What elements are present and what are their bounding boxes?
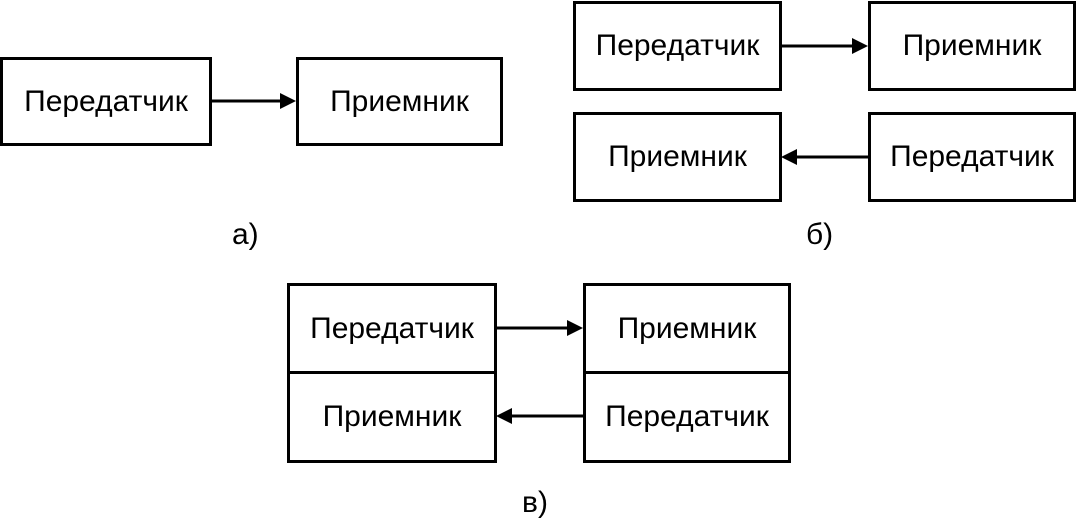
panel-c-bottom-transmitter-box: Передатчик bbox=[583, 371, 791, 463]
panel-b-bottom-transmitter-label: Передатчик bbox=[890, 140, 1054, 173]
panel-b-caption: б) bbox=[806, 218, 834, 251]
panel-b-top-receiver-box: Приемник bbox=[868, 1, 1076, 91]
panel-a-transmitter-label: Передатчик bbox=[24, 84, 188, 118]
panel-c-top-receiver-box: Приемник bbox=[583, 283, 791, 374]
panel-b-bottom-receiver-box: Приемник bbox=[573, 112, 782, 202]
panel-a-receiver-box: Приемник bbox=[296, 57, 503, 146]
panel-c-top-transmitter-label: Передатчик bbox=[310, 311, 474, 345]
panel-c-caption: в) bbox=[522, 486, 548, 519]
panel-b-bottom-transmitter-box: Передатчик bbox=[868, 112, 1076, 202]
panel-c-top-receiver-label: Приемник bbox=[617, 311, 757, 345]
panel-c-bottom-receiver-box: Приемник bbox=[287, 371, 497, 463]
panel-b-top-transmitter-label: Передатчик bbox=[595, 29, 760, 62]
panel-c-bottom-arrow bbox=[496, 408, 585, 424]
panel-c-bottom-receiver-label: Приемник bbox=[322, 400, 462, 433]
panel-a-caption: а) bbox=[232, 218, 259, 251]
panel-a-receiver-label: Приемник bbox=[330, 84, 469, 118]
panel-c-top-transmitter-box: Передатчик bbox=[287, 283, 497, 374]
panel-b-top-receiver-label: Приемник bbox=[902, 29, 1042, 62]
panel-c-top-arrow bbox=[496, 320, 583, 336]
panel-c-bottom-transmitter-label: Передатчик bbox=[605, 400, 769, 433]
panel-a-transmitter-box: Передатчик bbox=[0, 57, 212, 146]
panel-b-top-transmitter-box: Передатчик bbox=[573, 1, 782, 91]
panel-b-bottom-arrow bbox=[781, 149, 870, 165]
panel-a-arrow bbox=[210, 93, 296, 109]
panel-b-top-arrow bbox=[780, 38, 868, 54]
panel-b-bottom-receiver-label: Приемник bbox=[608, 140, 747, 173]
